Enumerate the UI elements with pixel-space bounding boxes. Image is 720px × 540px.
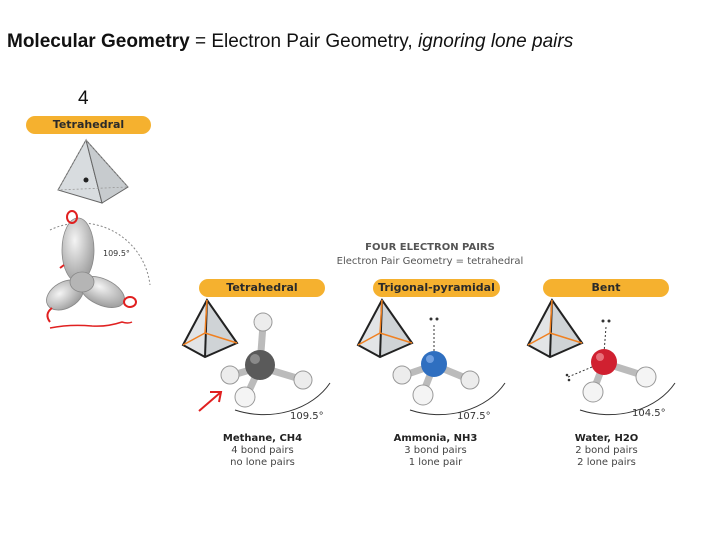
methane-name: Methane, CH4 (222, 433, 303, 444)
ammonia-name: Ammonia, NH3 (393, 433, 478, 444)
title-italic: ignoring lone pairs (417, 31, 574, 52)
water-caption: Water, H2O 2 bond pairs 2 lone pairs (549, 433, 664, 469)
left-tetrahedron-diagram (57, 138, 129, 204)
orbital-angle-label: 109.5° (103, 249, 130, 258)
methane-angle: 109.5° (290, 411, 324, 422)
header-line1: FOUR ELECTRON PAIRS (365, 242, 495, 253)
methane-bond-pairs: 4 bond pairs (231, 445, 294, 456)
methane-caption: Methane, CH4 4 bond pairs no lone pairs (205, 433, 320, 469)
pair-count-label: 4 (78, 88, 89, 109)
ammonia-angle: 107.5° (457, 411, 491, 422)
pill-trigonal-pyramidal: Trigonal-pyramidal (373, 279, 500, 297)
pill-bent: Bent (543, 279, 669, 297)
page-title: Molecular Geometry = Electron Pair Geome… (7, 31, 573, 53)
ammonia-bond-pairs: 3 bond pairs (404, 445, 467, 456)
methane-model (181, 298, 331, 416)
water-lone-pairs: 2 lone pairs (577, 457, 636, 468)
water-bond-pairs: 2 bond pairs (575, 445, 638, 456)
water-model (526, 298, 676, 416)
left-geometry-pill: Tetrahedral (26, 116, 151, 134)
methane-lone-pairs: no lone pairs (230, 457, 295, 468)
orbital-lobes-diagram (46, 210, 151, 329)
ammonia-model (356, 298, 506, 416)
ammonia-caption: Ammonia, NH3 3 bond pairs 1 lone pair (378, 433, 493, 469)
ammonia-lone-pairs: 1 lone pair (408, 457, 463, 468)
water-name: Water, H2O (574, 433, 639, 444)
water-angle: 104.5° (632, 408, 666, 419)
red-arrow-annotation (198, 391, 223, 412)
header-line2: Electron Pair Geometry = tetrahedral (336, 256, 524, 267)
title-bold: Molecular Geometry (7, 31, 190, 52)
title-plain: = Electron Pair Geometry, (189, 31, 418, 52)
pill-tetrahedral: Tetrahedral (199, 279, 325, 297)
